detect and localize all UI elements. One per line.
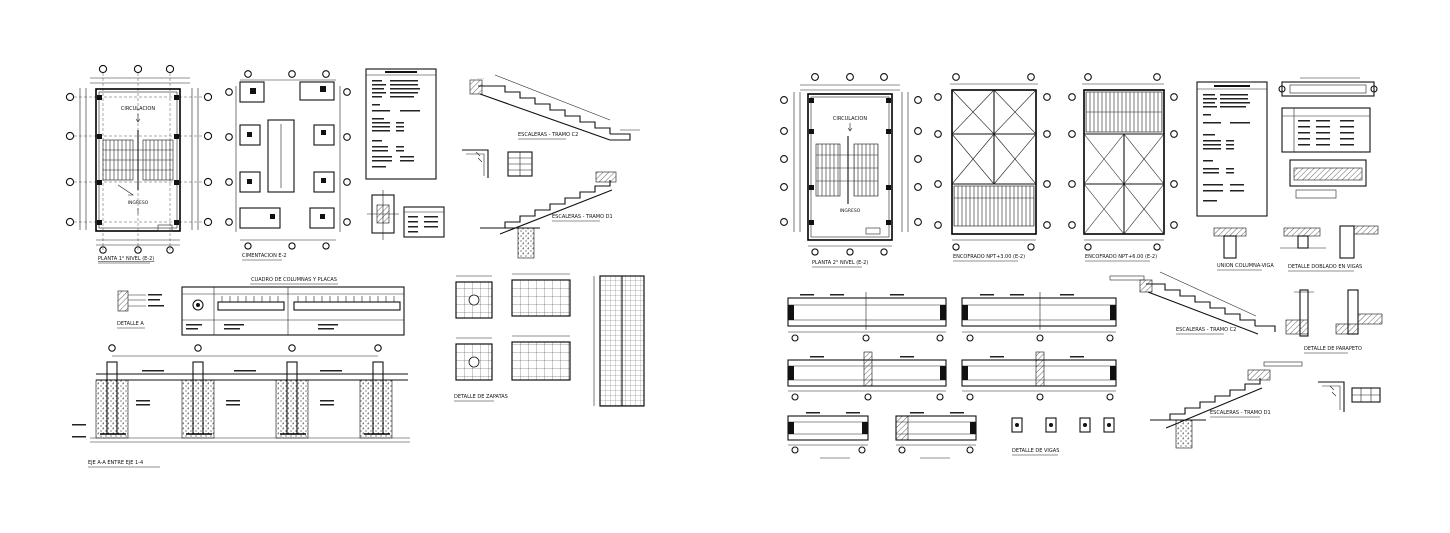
plan-bottom-label: INGRESO	[128, 200, 149, 206]
plan-top-label: CIRCULACION	[121, 106, 155, 112]
beam-detail-title: DETALLE DOBLADO EN VIGAS	[1288, 264, 1362, 270]
foundation-plan: CIMENTACION E-2	[225, 70, 351, 261]
floor-plan-level2: CIRCULACION INGRESO PLANTA 2° NIVEL (E-2…	[780, 73, 922, 268]
slab1-title: ENCOFRADO NPT+3.00 (E-2)	[953, 254, 1025, 260]
right-sheet: CIRCULACION INGRESO PLANTA 2° NIVEL (E-2…	[780, 73, 1383, 459]
svg-text:- - -: - - -	[478, 76, 485, 80]
footing-detail-title: DETALLE DE ZAPATAS	[454, 394, 508, 400]
slab-framing-2: ENCOFRADO NPT+6.00 (E-2)	[1068, 73, 1178, 262]
detail-a-title: DETALLE A	[117, 321, 144, 327]
beam-elevations: DETALLE DE VIGAS	[787, 292, 1117, 459]
slab-framing-1: ENCOFRADO NPT+3.00 (E-2)	[934, 73, 1051, 262]
beams-title: DETALLE DE VIGAS	[1012, 448, 1059, 454]
section-a-a: EJE A-A ENTRE EJE 1-4	[72, 344, 410, 468]
stair-flight	[102, 130, 174, 196]
parapet-title: DETALLE DE PARAPETO	[1304, 346, 1362, 352]
general-notes-box	[365, 68, 437, 180]
plan2-top-label: CIRCULACION	[833, 116, 867, 122]
top-axis-bubbles	[90, 64, 190, 250]
stair-d1-right: ESCALERAS - TRAMO D1	[1150, 361, 1303, 449]
left-sheet: CIRCULACION INGRESO PLANTA 1° NIVEL (E-2…	[65, 64, 645, 468]
plan2-bottom-label: INGRESO	[840, 208, 861, 214]
plan2-title: PLANTA 2° NIVEL (E-2)	[812, 260, 868, 266]
section-title: EJE A-A ENTRE EJE 1-4	[88, 460, 143, 466]
general-notes-box-right	[1196, 81, 1268, 217]
table-title: CUADRO DE COLUMNAS Y PLACAS	[251, 277, 337, 283]
column-section-detail	[367, 190, 445, 240]
parapet-detail: DETALLE DE PARAPETO	[1285, 289, 1383, 354]
detail-a: DETALLE A	[117, 290, 164, 329]
column-schedule-table: CUADRO DE COLUMNAS Y PLACAS	[181, 277, 405, 336]
beam-schedule-top-right	[1278, 77, 1378, 199]
stair-c2-title: ESCALERAS - TRAMO C2	[518, 132, 578, 138]
stair-corner-detail	[462, 149, 533, 178]
column-beam-title: UNION COLUMNA-VIGA	[1217, 263, 1274, 269]
stair-c2-right-title: ESCALERAS - TRAMO C2	[1176, 327, 1236, 333]
stair-corner-detail-right	[1318, 381, 1381, 412]
stair-d1-right-title: ESCALERAS - TRAMO D1	[1210, 410, 1271, 416]
slab2-title: ENCOFRADO NPT+6.00 (E-2)	[1085, 254, 1157, 260]
column-beam-junction: UNION COLUMNA-VIGA DETALLE DOBLADO EN VI…	[1213, 225, 1379, 272]
stair-d1-section: ESCALERAS - TRAMO D1	[480, 171, 617, 259]
side-axis-bubbles	[65, 88, 213, 230]
footing-details: DETALLE DE ZAPATAS	[454, 273, 645, 407]
stair-c2-section: - - - ESCALERAS - TRAMO C2	[469, 74, 640, 141]
floor-plan-level1: CIRCULACION INGRESO PLANTA 1° NIVEL (E-2…	[65, 64, 213, 264]
plan-title: PLANTA 1° NIVEL (E-2)	[98, 256, 154, 262]
stair-c2-right: ESCALERAS - TRAMO C2	[1109, 271, 1276, 335]
stair-d1-title: ESCALERAS - TRAMO D1	[552, 214, 613, 220]
foundation-title: CIMENTACION E-2	[242, 253, 287, 259]
